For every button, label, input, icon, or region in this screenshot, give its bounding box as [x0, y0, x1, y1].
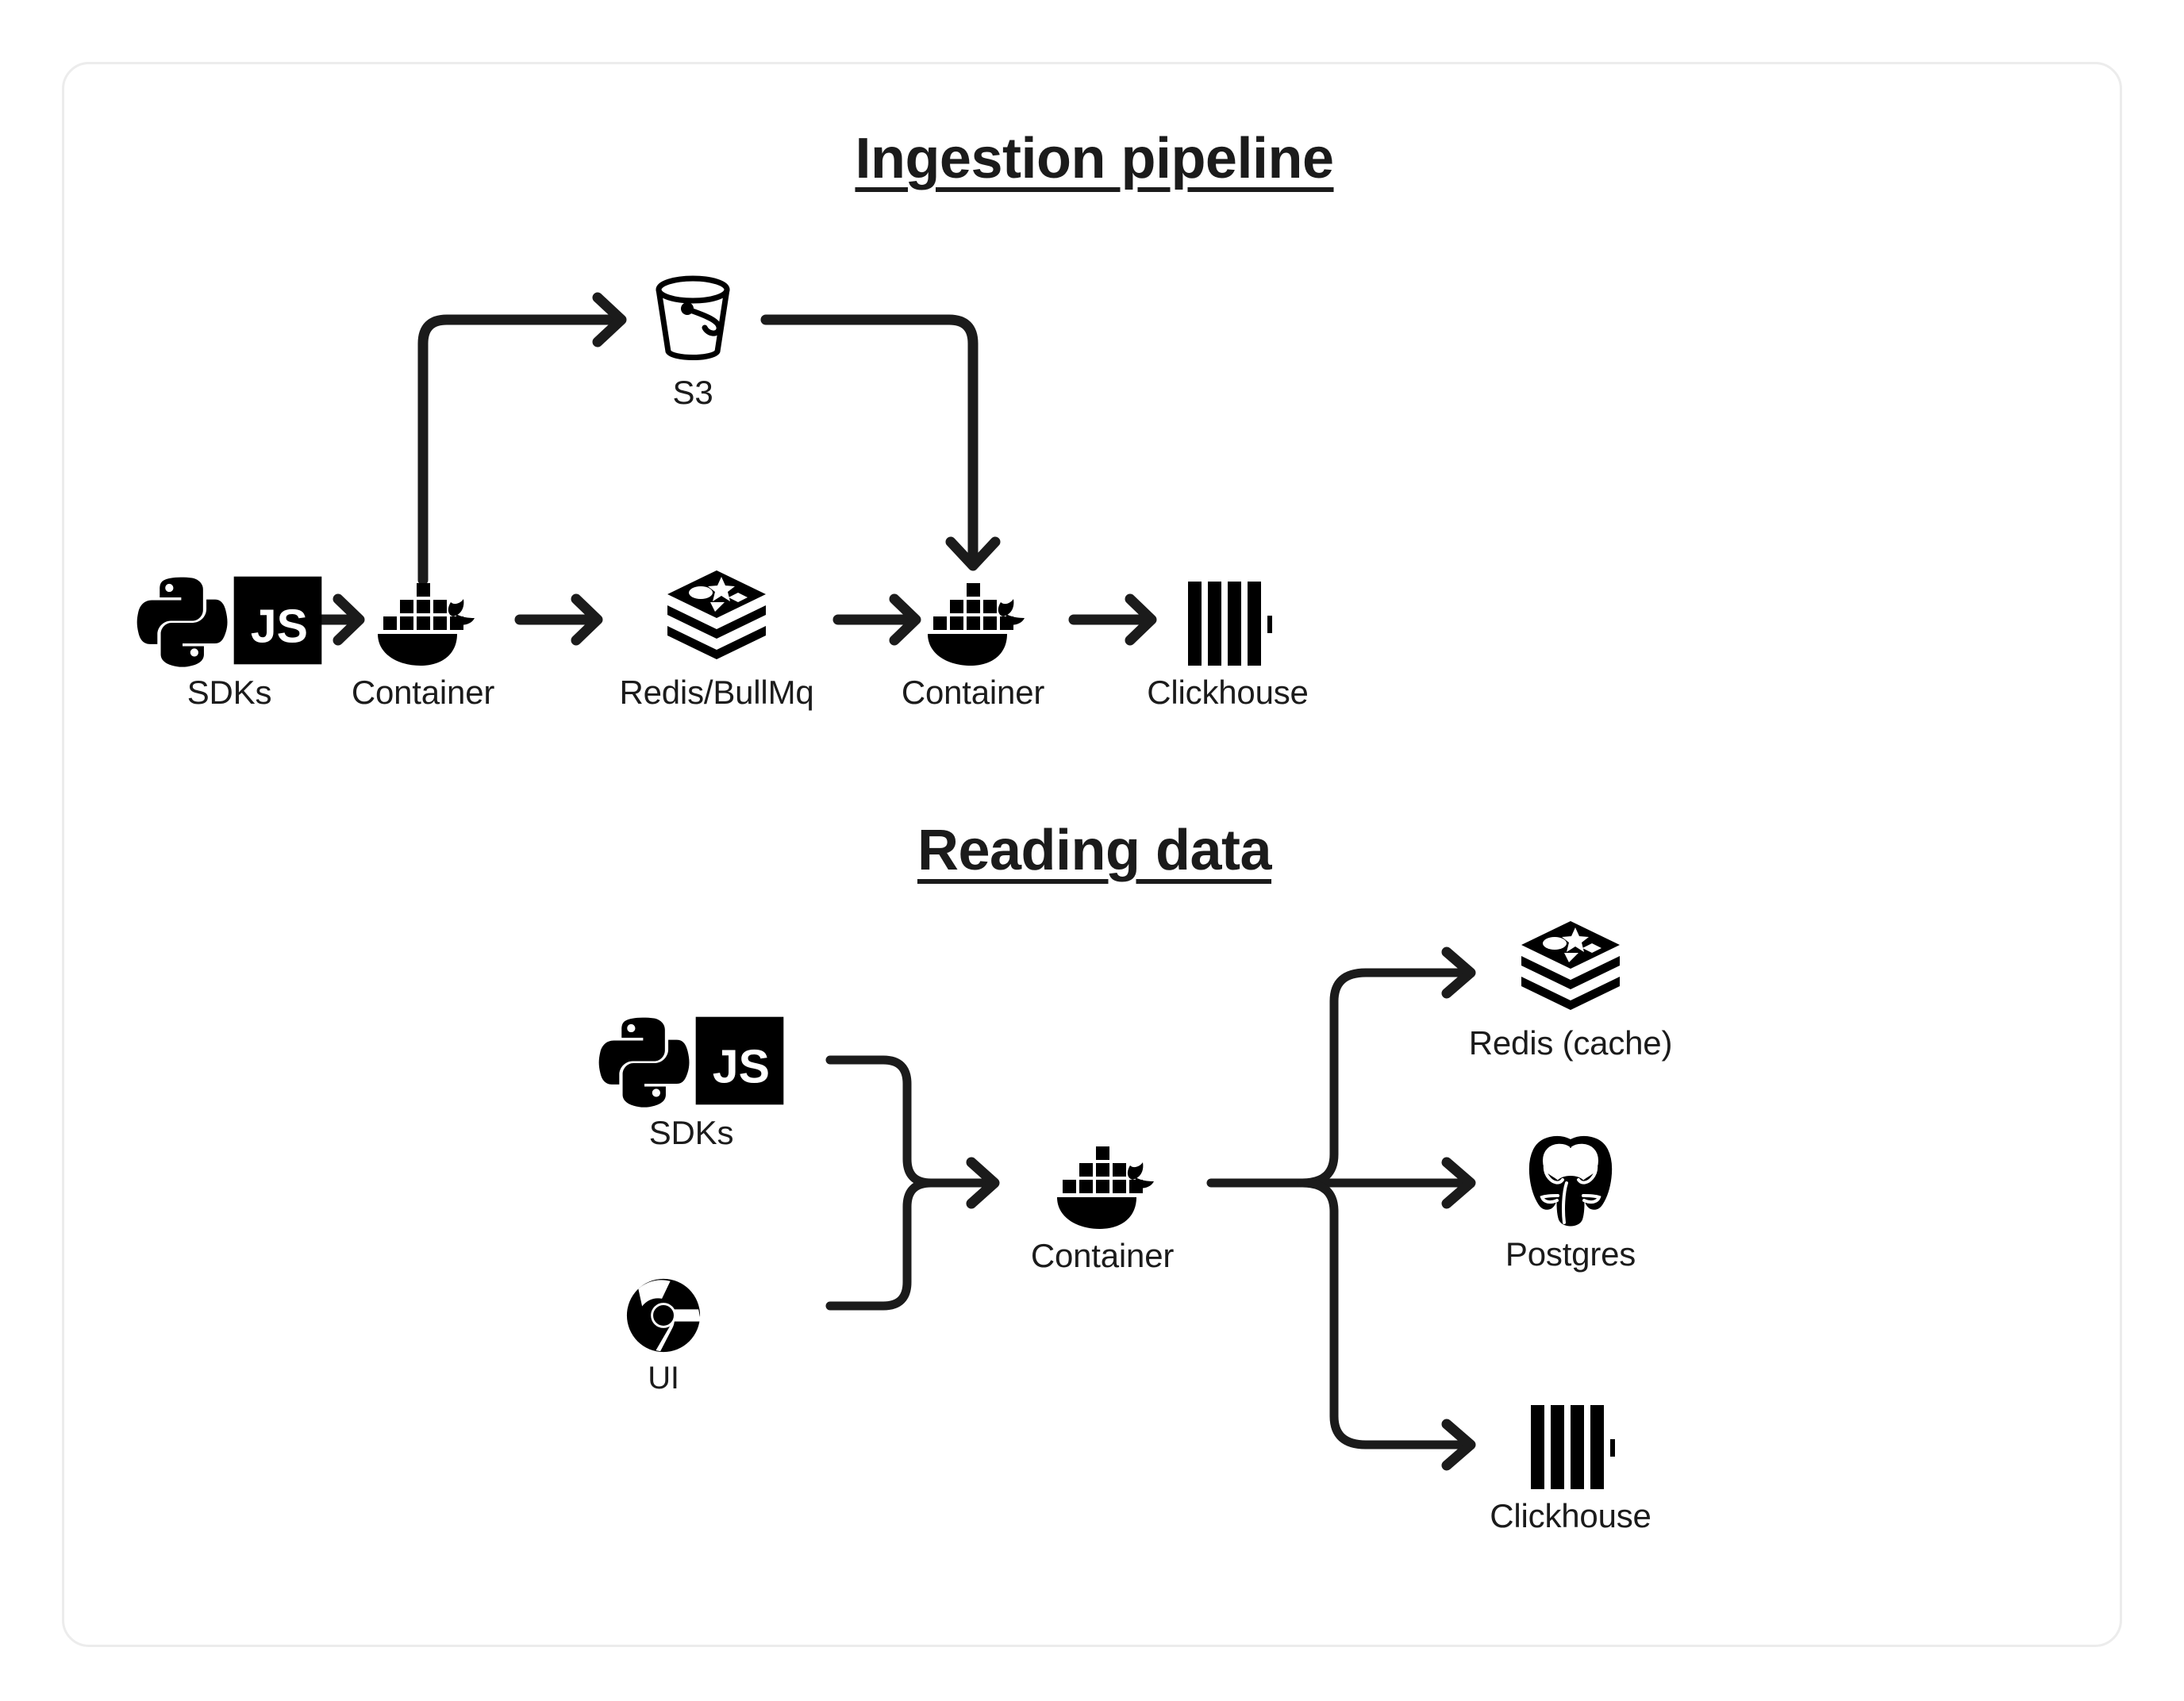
edge-container3-to-postgres	[1298, 1157, 1476, 1209]
node-redis-bullmq[interactable]: Redis/BullMq	[598, 570, 836, 711]
node-label: Redis/BullMq	[619, 674, 814, 711]
js-logo-text: JS	[713, 1041, 770, 1093]
chrome-icon	[625, 1258, 702, 1354]
node-container-1[interactable]: Container	[304, 572, 542, 710]
node-label: Container	[351, 674, 495, 711]
node-label: SDKs	[186, 674, 272, 711]
node-postgres[interactable]: Postgres	[1452, 1134, 1690, 1272]
python-icon	[596, 1014, 690, 1108]
node-container-3[interactable]: Container	[983, 1135, 1221, 1273]
js-logo-text: JS	[251, 601, 308, 653]
clickhouse-icon	[1183, 572, 1272, 667]
node-label: Container	[901, 674, 1045, 711]
docker-icon	[371, 572, 475, 667]
edge-container3-to-clickhouse	[1298, 1178, 1476, 1471]
postgres-icon	[1523, 1134, 1618, 1229]
node-clickhouse-1[interactable]: Clickhouse	[1109, 572, 1347, 710]
redis-icon	[1520, 921, 1621, 1018]
node-label: Redis (cache)	[1468, 1024, 1673, 1062]
node-ui[interactable]: UI	[544, 1258, 782, 1395]
node-label: S3	[672, 374, 713, 411]
node-label: Container	[1030, 1237, 1175, 1274]
sdks-icon-group: JS	[596, 1012, 786, 1108]
python-icon	[134, 574, 228, 667]
node-s3[interactable]: S3	[574, 272, 812, 410]
node-clickhouse-2[interactable]: Clickhouse	[1452, 1396, 1690, 1534]
sdks-icon-group: JS	[134, 572, 325, 667]
node-label: Clickhouse	[1490, 1497, 1651, 1534]
section-title-ingestion: Ingestion pipeline	[855, 127, 1334, 190]
clickhouse-icon	[1526, 1396, 1615, 1491]
edge-sdks2-to-container3	[825, 1055, 998, 1188]
section-title-reading: Reading data	[917, 819, 1272, 882]
docker-icon	[1051, 1135, 1154, 1231]
javascript-icon: JS	[693, 1014, 786, 1108]
node-label: Clickhouse	[1147, 674, 1309, 711]
node-sdks[interactable]: JS SDKs	[110, 572, 348, 710]
node-label: UI	[648, 1361, 679, 1396]
javascript-icon: JS	[231, 574, 325, 667]
s3-bucket-icon	[649, 272, 736, 367]
redis-icon	[666, 570, 767, 667]
edge-container3-to-redis-cache	[1298, 946, 1476, 1188]
edge-ui-to-container3	[825, 1157, 1000, 1311]
node-label: Postgres	[1505, 1235, 1636, 1273]
node-label: SDKs	[648, 1114, 734, 1151]
diagram-card: Ingestion pipeline Reading data .w { fil…	[62, 62, 2122, 1647]
node-sdks-2[interactable]: JS SDKs	[572, 1012, 810, 1150]
node-container-2[interactable]: Container	[854, 572, 1092, 710]
diagram-stage: Ingestion pipeline Reading data .w { fil…	[64, 64, 2120, 1645]
node-redis-cache[interactable]: Redis (cache)	[1452, 921, 1690, 1062]
docker-icon	[921, 572, 1025, 667]
